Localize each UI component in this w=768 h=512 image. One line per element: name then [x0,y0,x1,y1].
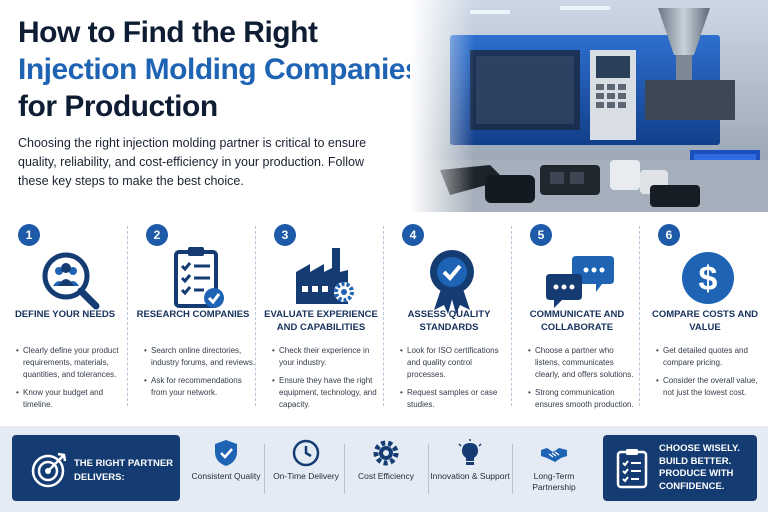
step-bullet: Consider the overall value, not just the… [656,375,768,399]
step-number-badge: 5 [530,224,552,246]
step-bullet: Ask for recommendations from your networ… [144,375,256,399]
injection-molding-machine-image [410,0,768,212]
handshake-icon [541,448,567,462]
step-title: DEFINE YOUR NEEDS [14,309,116,320]
step-bullet: Check their experience in your industry. [272,345,384,369]
step-bullets: Look for ISO certifications and quality … [400,345,512,417]
step-1: 1 DEFINE YOUR NEEDS Clearly define your … [2,212,128,426]
closing-slogan: CHOOSE WISELY. BUILD BETTER. PRODUCE WIT… [659,443,755,493]
step-title: EVALUATE EXPERIENCE AND CAPABILITIES [264,309,378,333]
step-bullet: Clearly define your product requirements… [16,345,128,381]
partner-label: THE RIGHT PARTNER DELIVERS: [74,458,174,483]
magnifier-team-icon [42,252,100,310]
title-line-2: Injection Molding Companies [18,53,422,86]
lightbulb-icon [458,439,482,465]
benefit-long-term-partnership: Long-Term Partnership [512,438,594,500]
steps-section: 1 DEFINE YOUR NEEDS Clearly define your … [0,212,768,426]
clock-icon [292,439,320,467]
step-number-badge: 1 [18,224,40,246]
dollar-coin-icon: $ [682,252,734,304]
shield-check-icon [215,440,237,466]
step-number-badge: 2 [146,224,168,246]
step-title: COMPARE COSTS AND VALUE [651,309,759,333]
step-bullets: Choose a partner who listens, communicat… [528,345,640,417]
target-icon [31,452,67,488]
step-bullet: Ensure they have the right equipment, te… [272,375,384,411]
page-title: How to Find the Right Injection Molding … [18,14,438,125]
step-bullet: Look for ISO certifications and quality … [400,345,512,381]
chat-bubbles-icon [546,256,614,308]
step-title: RESEARCH COMPANIES [136,309,250,320]
step-number-badge: 4 [402,224,424,246]
benefit-label: Consistent Quality [191,471,261,481]
step-2: 2 RESEARCH COMPANIES Search online direc… [127,212,256,426]
step-3: 3 EVALUATE EXPERIENCE AND CAPABILITIES C… [255,212,384,426]
partner-panel: THE RIGHT PARTNER DELIVERS: [12,435,180,501]
step-4: 4 ASSESS QUALITY STANDARDS Look for ISO … [383,212,512,426]
step-bullet: Request samples or case studies. [400,387,512,411]
benefit-on-time-delivery: On-Time Delivery [264,438,346,500]
step-6: 6 $ COMPARE COSTS AND VALUE Get detailed… [639,212,768,426]
checklist-icon [174,247,224,308]
step-title: ASSESS QUALITY STANDARDS [407,309,491,333]
quality-badge-icon [430,250,474,314]
step-number-badge: 3 [274,224,296,246]
step-title: COMMUNICATE AND COLLABORATE [529,309,625,333]
step-bullet: Strong communication ensures smooth prod… [528,387,640,411]
step-5: 5 COMMUNICATE AND COLLABORATE Choose a p… [511,212,640,426]
benefit-label: On-Time Delivery [273,471,339,481]
step-bullet: Get detailed quotes and compare pricing. [656,345,768,369]
step-bullets: Get detailed quotes and compare pricing.… [656,345,768,405]
title-line-1: How to Find the Right [18,16,318,49]
step-bullets: Clearly define your product requirements… [16,345,128,417]
benefit-label: Cost Efficiency [357,471,415,481]
step-bullet: Know your budget and timeline. [16,387,128,411]
step-bullet: Choose a partner who listens, communicat… [528,345,640,381]
clipboard-checklist-icon [616,449,648,489]
step-number-badge: 6 [658,224,680,246]
gear-icon [373,440,399,466]
title-line-3: for Production [18,90,218,123]
benefit-innovation-support: Innovation & Support [428,438,510,500]
benefit-label: Long-Term Partnership [532,471,576,492]
hero-section: How to Find the Right Injection Molding … [0,0,768,212]
svg-text:$: $ [699,260,718,298]
slogan-line: CHOOSE WISELY. [659,443,740,454]
benefit-consistent-quality: Consistent Quality [186,438,266,500]
footer-band: THE RIGHT PARTNER DELIVERS: Consistent Q… [0,426,768,512]
closing-panel: CHOOSE WISELY. BUILD BETTER. PRODUCE WIT… [603,435,757,501]
benefit-label: Innovation & Support [430,471,510,481]
intro-text: Choosing the right injection molding par… [18,136,367,188]
step-bullets: Search online directories, industry foru… [144,345,256,405]
benefit-cost-efficiency: Cost Efficiency [344,438,426,500]
factory-gear-icon [296,248,354,304]
slogan-line: PRODUCE WITH CONFIDENCE. [659,468,734,492]
step-bullet: Search online directories, industry foru… [144,345,256,369]
slogan-line: BUILD BETTER. [659,455,732,467]
step-bullets: Check their experience in your industry.… [272,345,384,417]
